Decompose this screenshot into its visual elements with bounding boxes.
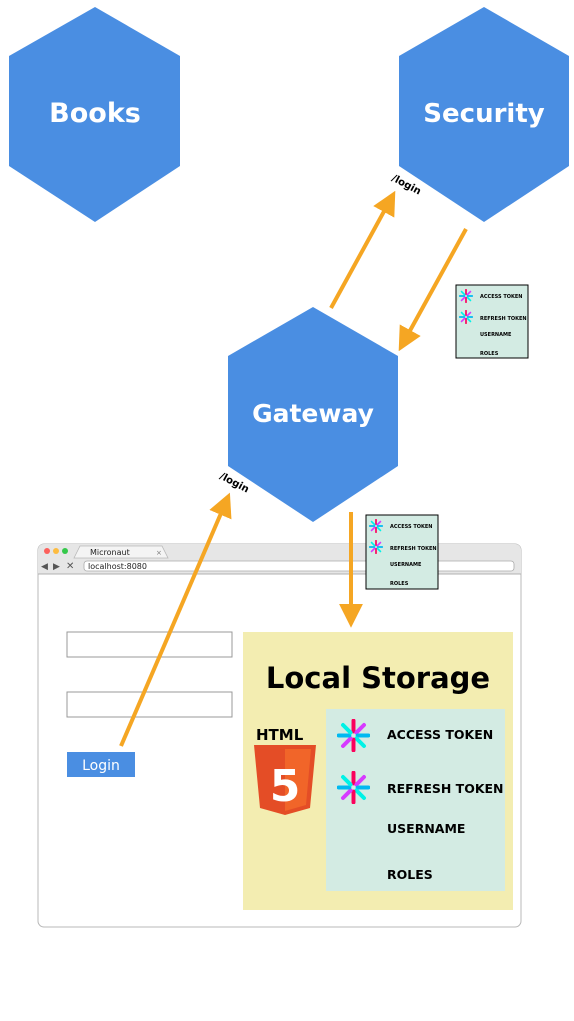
ls-roles: ROLES: [387, 867, 433, 882]
gateway-service: Gateway: [228, 307, 398, 522]
books-service: Books: [9, 7, 180, 222]
browser-tab[interactable]: [73, 545, 169, 559]
html5-number: 5: [270, 761, 301, 812]
token-card-username: USERNAME: [390, 562, 422, 568]
html5-word: HTML: [256, 726, 304, 744]
local-storage-title: Local Storage: [266, 661, 490, 695]
token-card-access: ACCESS TOKEN: [390, 524, 432, 530]
login-button[interactable]: [67, 752, 135, 777]
token-card-access: ACCESS TOKEN: [480, 294, 522, 300]
token-card-security: ACCESS TOKEN REFRESH TOKEN USERNAME ROLE…: [455, 284, 529, 359]
password-input[interactable]: [66, 691, 233, 718]
ls-refresh-token: REFRESH TOKEN: [387, 781, 504, 796]
token-card-roles: ROLES: [390, 581, 409, 587]
address-bar[interactable]: [83, 560, 515, 572]
ls-access-token: ACCESS TOKEN: [387, 727, 493, 742]
stop-icon[interactable]: ✕: [66, 561, 74, 572]
html5-logo-icon: HTML 5: [254, 726, 316, 815]
books-label: Books: [49, 98, 141, 129]
token-card-username: USERNAME: [480, 332, 512, 338]
browser-tab-title: Micronaut: [90, 548, 130, 557]
username-input[interactable]: [66, 631, 233, 658]
close-window-icon[interactable]: [44, 548, 50, 554]
token-card-refresh: REFRESH TOKEN: [480, 316, 527, 322]
security-label: Security: [423, 99, 544, 129]
token-card-refresh: REFRESH TOKEN: [390, 546, 437, 552]
address-bar-url: localhost:8080: [88, 562, 147, 571]
token-card-gateway: ACCESS TOKEN REFRESH TOKEN USERNAME ROLE…: [365, 514, 439, 590]
browser-window: Micronaut × ◀ ▶ ✕ localhost:8080 Login L…: [37, 543, 522, 928]
arrow-security-to-gateway: [398, 228, 468, 352]
arrow-browser-to-gateway: [119, 492, 232, 747]
login-button-label: Login: [82, 758, 120, 774]
arrow-gateway-to-security: [329, 190, 396, 309]
security-service: Security: [399, 7, 569, 222]
token-card-roles: ROLES: [480, 351, 499, 357]
tab-close-icon[interactable]: ×: [156, 549, 162, 557]
ls-username: USERNAME: [387, 821, 465, 836]
forward-icon[interactable]: ▶: [53, 562, 60, 572]
back-icon[interactable]: ◀: [41, 562, 48, 572]
gateway-label: Gateway: [252, 399, 374, 428]
minimize-window-icon[interactable]: [53, 548, 59, 554]
maximize-window-icon[interactable]: [62, 548, 68, 554]
